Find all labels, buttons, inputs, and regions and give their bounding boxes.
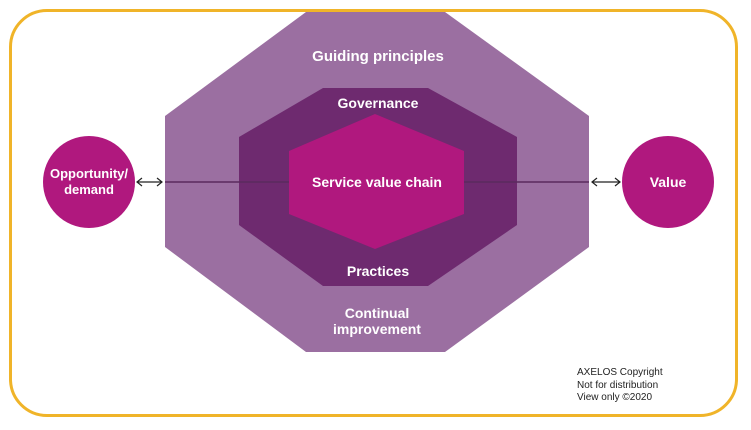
- governance-label: Governance: [338, 95, 419, 111]
- guiding-principles-label: Guiding principles: [312, 48, 444, 65]
- copyright-line: AXELOS Copyright: [577, 367, 663, 378]
- practices-label: Practices: [347, 263, 409, 279]
- right-double-arrow: [591, 177, 621, 187]
- opportunity-demand-circle: [43, 136, 135, 228]
- value-label: Value: [650, 174, 687, 190]
- copyright-notice: AXELOS Copyright Not for distribution Vi…: [577, 367, 663, 405]
- continual-improvement-label-line2: improvement: [333, 321, 421, 337]
- left-double-arrow: [136, 177, 163, 187]
- service-value-chain-label: Service value chain: [312, 174, 442, 190]
- inner-hexagon: [289, 114, 464, 249]
- opportunity-demand-label-line2: demand: [64, 182, 114, 197]
- copyright-line: Not for distribution: [577, 379, 659, 391]
- value-circle: [622, 136, 714, 228]
- continual-improvement-label: Continual: [345, 305, 410, 321]
- copyright-line: View only ©2020: [577, 392, 653, 403]
- opportunity-demand-label: Opportunity/: [50, 166, 128, 181]
